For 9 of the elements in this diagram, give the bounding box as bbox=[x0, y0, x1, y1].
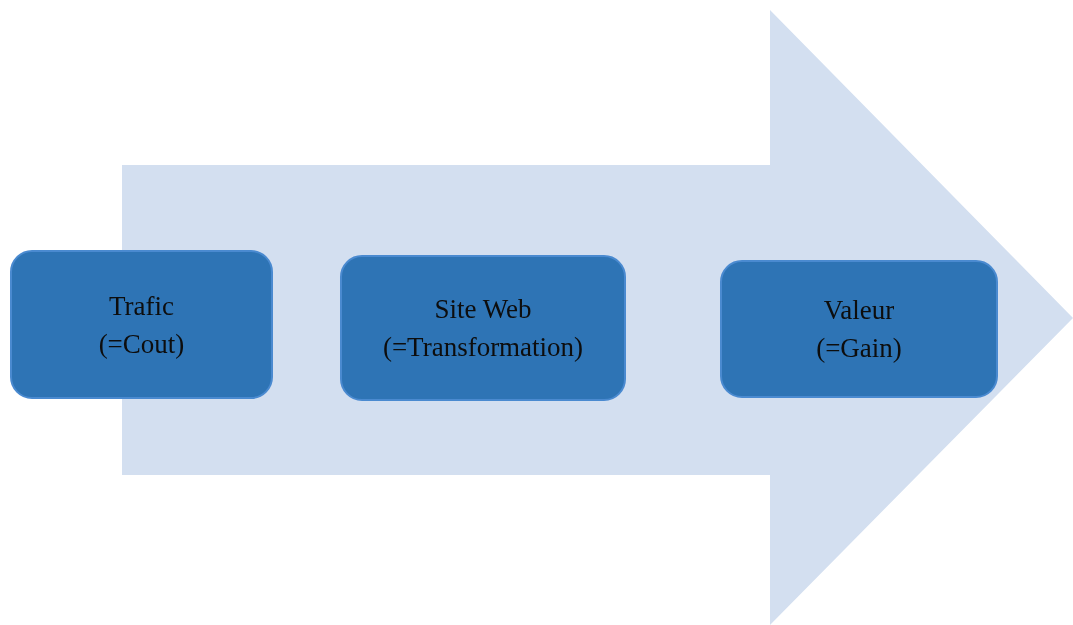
box-title: Trafic bbox=[109, 289, 174, 323]
process-box bbox=[720, 260, 998, 398]
process-box bbox=[10, 250, 273, 399]
box-subtitle: (=Gain) bbox=[816, 332, 902, 365]
box-title: Valeur bbox=[823, 294, 895, 327]
box-subtitle: (=Cout) bbox=[98, 327, 185, 361]
box-subtitle: (=Transformation) bbox=[382, 331, 584, 364]
box-title: Site Web bbox=[434, 293, 532, 326]
process-box bbox=[340, 255, 626, 401]
